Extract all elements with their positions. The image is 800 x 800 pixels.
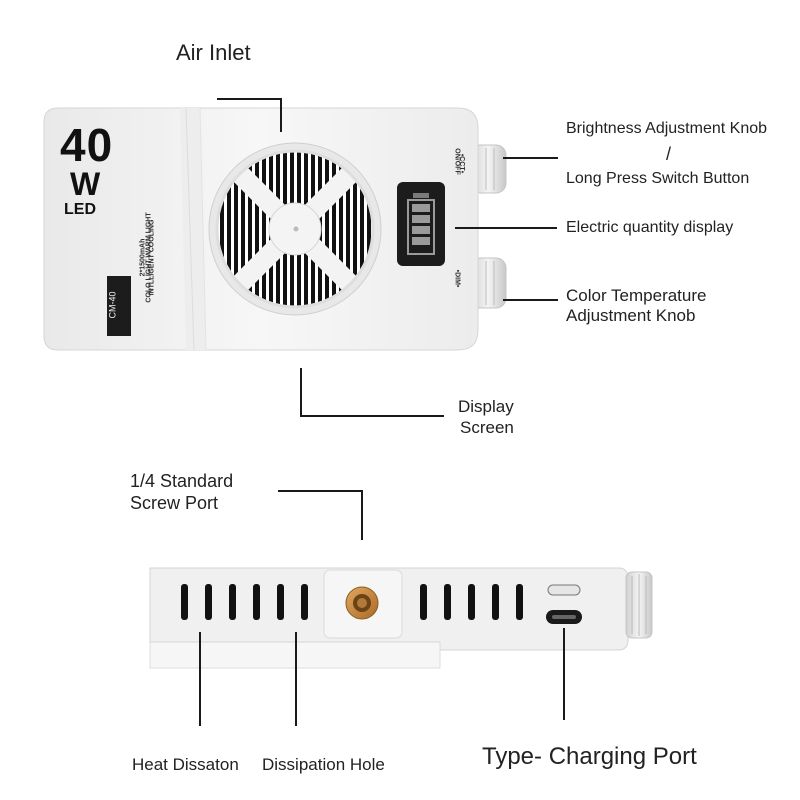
fan-slot bbox=[241, 151, 245, 307]
fan-slot bbox=[255, 151, 259, 307]
fan-slot bbox=[325, 151, 329, 307]
fan-slot bbox=[353, 151, 357, 307]
fan-slot bbox=[339, 151, 343, 307]
fan-slot bbox=[360, 151, 364, 307]
callout-brightness-knob bbox=[503, 157, 558, 159]
label-display-screen-2: Screen bbox=[460, 418, 514, 437]
callout-display-screen-h bbox=[300, 415, 444, 417]
battery-level-icon bbox=[397, 182, 445, 266]
callout-display-screen-v bbox=[300, 368, 302, 416]
model-badge-text: CM-40 bbox=[107, 291, 118, 319]
label-display-screen-1: Display bbox=[458, 397, 514, 416]
fan-slot bbox=[248, 151, 252, 307]
fan-slot bbox=[367, 151, 371, 307]
fan-slot bbox=[262, 151, 266, 307]
label-color-temp-1: Color Temperature bbox=[566, 286, 707, 305]
spec-line: INTLLIGENT COOLING bbox=[148, 219, 156, 296]
label-brightness-knob: Brightness Adjustment Knob bbox=[566, 120, 768, 137]
wattage-number: 40 bbox=[60, 119, 114, 171]
callout-color-temp-knob bbox=[503, 299, 558, 301]
callout-screw-port-v bbox=[361, 490, 363, 540]
fan-slot bbox=[227, 151, 231, 307]
label-heat-dissaton: Heat Dissaton bbox=[132, 755, 239, 774]
fan-slot bbox=[346, 151, 350, 307]
spec-text-block: COLO LIGHT WARM LIGHT INTLLIGENT COOLING… bbox=[139, 212, 155, 302]
fan-slot bbox=[220, 151, 224, 307]
callout-heat-left bbox=[199, 632, 201, 726]
label-long-press: Long Press Switch Button bbox=[566, 170, 750, 187]
callout-electric-display bbox=[455, 227, 557, 229]
fan-grille-icon bbox=[208, 142, 382, 316]
wattage-type: LED bbox=[64, 201, 96, 218]
label-color-temp-2: Adjustment Knob bbox=[566, 306, 696, 325]
callout-air-inlet-v bbox=[280, 98, 282, 132]
knob-text-dim: •DIM• bbox=[453, 269, 461, 288]
label-air-inlet: Air Inlet bbox=[176, 40, 251, 65]
callout-heat-right bbox=[295, 632, 297, 726]
label-slash: / bbox=[666, 144, 672, 164]
wattage-unit: W bbox=[70, 166, 101, 202]
fan-slot bbox=[234, 151, 238, 307]
model-badge bbox=[107, 276, 131, 336]
callout-air-inlet-h bbox=[217, 98, 281, 100]
label-dissipation-hole: Dissipation Hole bbox=[262, 755, 385, 774]
callout-charging-port bbox=[563, 628, 565, 720]
fan-slot bbox=[332, 151, 336, 307]
knob-text-cct: •CCT• bbox=[458, 153, 466, 174]
label-charging-port: Type- Charging Port bbox=[482, 743, 697, 770]
brightness-knob-icon[interactable] bbox=[469, 144, 507, 194]
spec-line: 2*1500mAh bbox=[139, 238, 147, 277]
callout-screw-port-h bbox=[278, 490, 363, 492]
label-screw-port-1: 1/4 Standard bbox=[130, 471, 234, 491]
label-electric-display: Electric quantity display bbox=[566, 219, 734, 236]
label-screw-port-2: Screw Port bbox=[130, 493, 219, 513]
